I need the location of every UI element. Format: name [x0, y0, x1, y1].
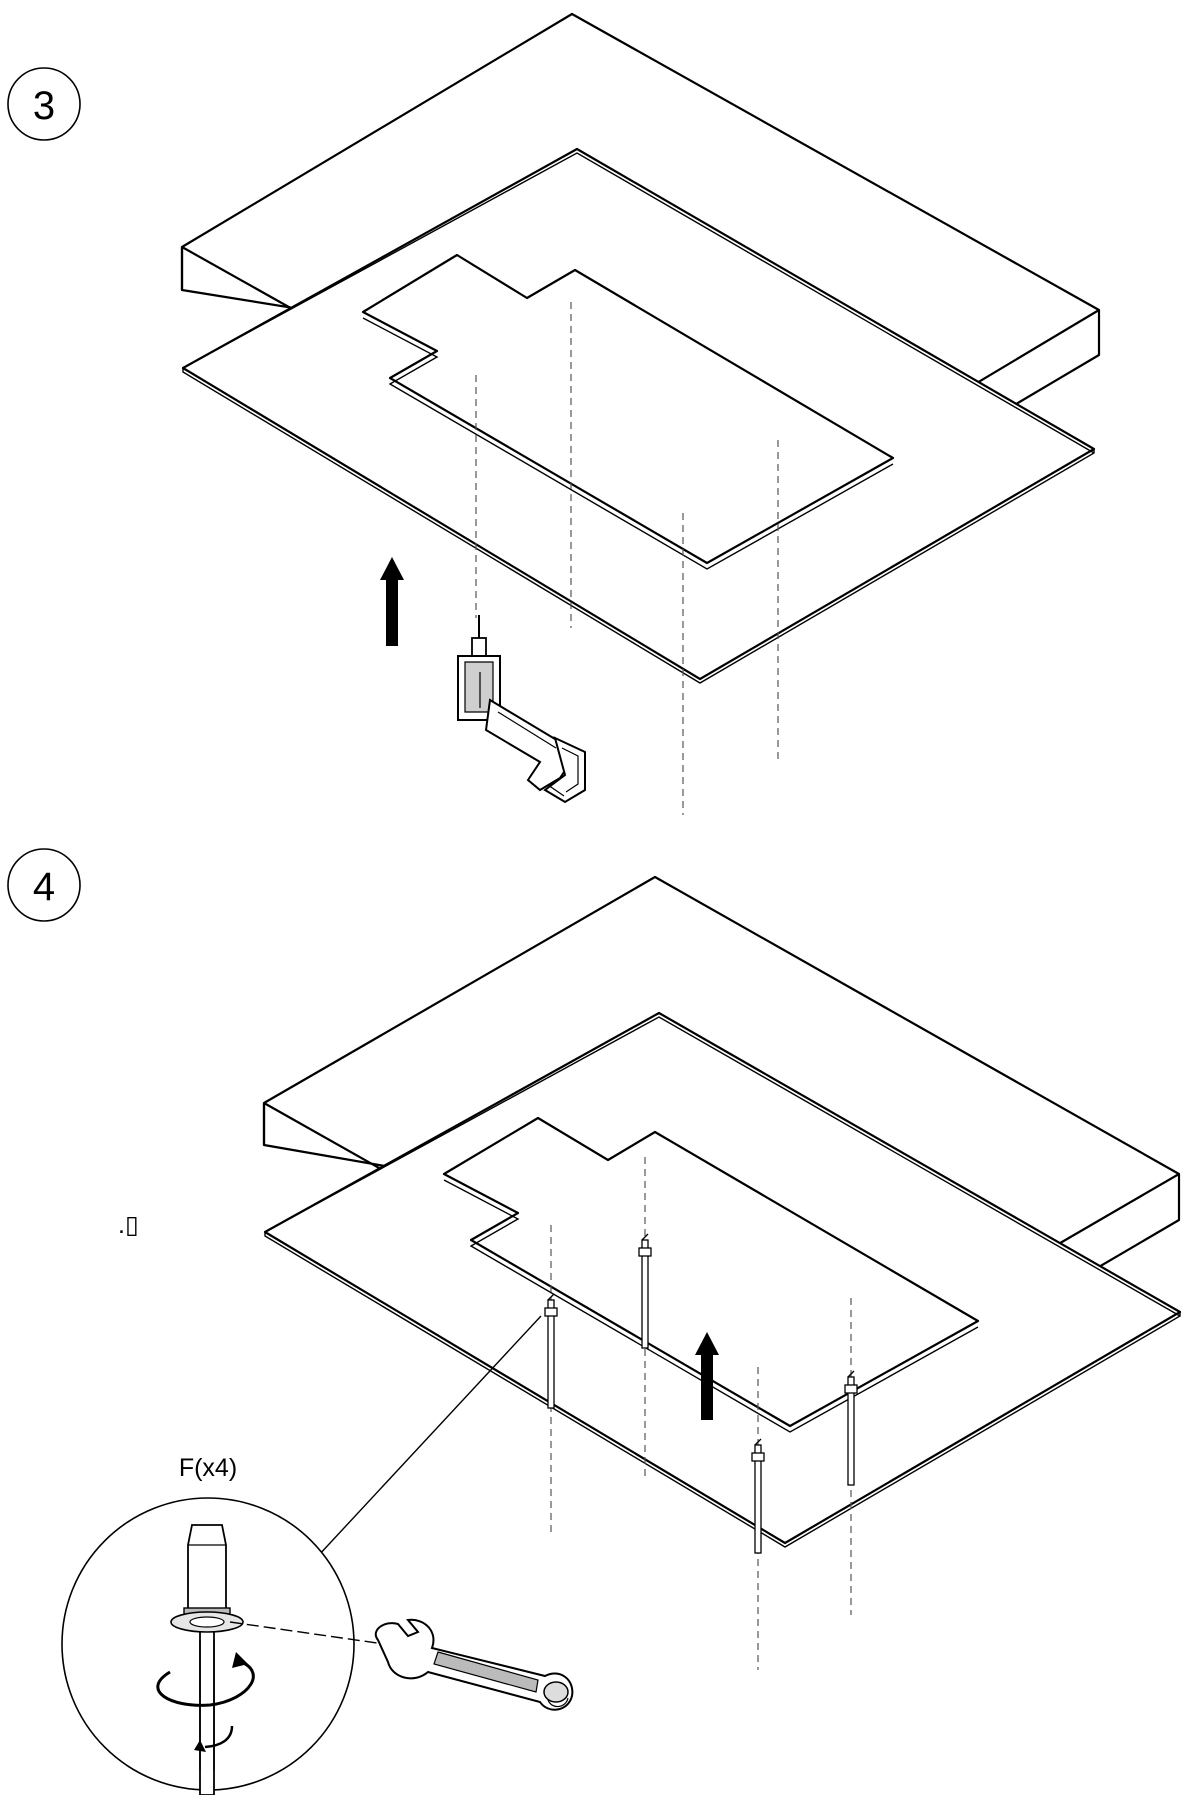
stray-mark: .▯ [118, 1211, 139, 1239]
step-4-badge: 4 [7, 848, 81, 922]
drill-guides [475, 302, 779, 815]
wrench-guide [229, 1621, 399, 1647]
step-3: 3 [7, 12, 1101, 815]
anchor-bolt-icon [544, 1233, 858, 1554]
mounting-plate [263, 1011, 1182, 1548]
wrench-icon [374, 1618, 574, 1711]
detail-label: F(x4) [179, 1454, 237, 1482]
rotate-arrow-icon [156, 1652, 255, 1752]
drill-icon [457, 615, 586, 804]
step-4-number: 4 [33, 865, 55, 909]
up-arrow-icon [380, 557, 404, 646]
step-3-number: 3 [33, 84, 55, 128]
up-arrow-icon [695, 1332, 719, 1420]
callout-leader [317, 1315, 542, 1557]
step-3-badge: 3 [7, 67, 81, 141]
mounting-plate [181, 147, 1096, 684]
detail-callout: F(x4) [61, 1454, 355, 1795]
step-4: 4 .▯ [7, 848, 1182, 1795]
